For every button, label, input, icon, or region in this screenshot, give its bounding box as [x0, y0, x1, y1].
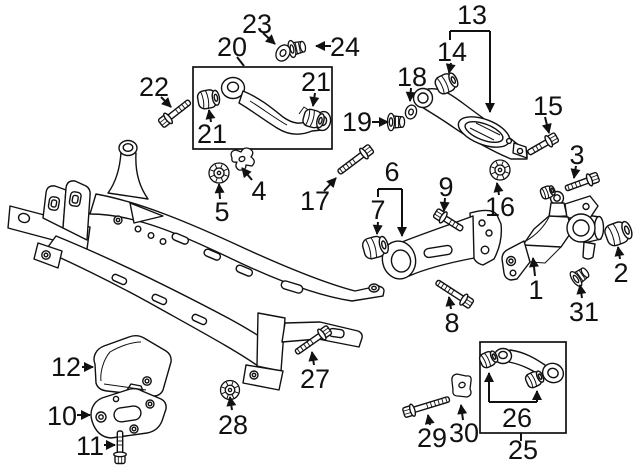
bushing-26-left-drawing: [478, 350, 499, 369]
callout-21-left: 21: [197, 119, 227, 149]
callout-19: 19: [342, 107, 372, 137]
callout-7: 7: [370, 195, 385, 225]
callout-11: 11: [76, 431, 104, 461]
callout-20: 20: [217, 32, 247, 62]
callout-1: 1: [528, 275, 543, 305]
spring-link-drawing: [412, 87, 528, 160]
mount-bracket-drawing: [90, 383, 167, 439]
nut-5-drawing: [208, 162, 230, 184]
callout-14: 14: [437, 37, 467, 67]
callout-25: 25: [508, 435, 538, 465]
group-box-20: [192, 66, 333, 150]
callout-5: 5: [214, 197, 229, 227]
small-link-drawing: [493, 347, 565, 384]
callout-3: 3: [569, 140, 584, 170]
retainer-30-drawing: [451, 373, 472, 398]
callout-22: 22: [139, 72, 169, 102]
retainer-4-drawing: [230, 147, 255, 171]
trailing-arm-drawing: [381, 209, 503, 280]
bushing-26-right-drawing: [524, 370, 545, 389]
callout-12: 12: [51, 352, 81, 382]
callout-30: 30: [449, 418, 479, 448]
callout-9: 9: [438, 172, 453, 202]
callout-leaders: [77, 30, 625, 450]
callout-31: 31: [569, 297, 599, 327]
bolt-3-drawing: [564, 171, 600, 192]
bolt-22-drawing: [157, 99, 192, 128]
washer-18-drawing: [404, 104, 418, 120]
bolt-15-drawing: [527, 132, 560, 156]
callout-15: 15: [533, 91, 563, 121]
callout-26: 26: [502, 403, 532, 433]
nut-19-drawing: [386, 112, 406, 132]
callout-6: 6: [384, 157, 399, 187]
bushing-14-drawing: [434, 72, 459, 95]
callout-28: 28: [218, 410, 248, 440]
bolt-17-drawing: [337, 144, 375, 175]
group-box-25: [479, 341, 567, 434]
bolt-27-drawing: [294, 325, 333, 355]
nut-31-drawing: [569, 267, 590, 287]
nut-28-drawing: [219, 379, 241, 401]
bolt-11-drawing: [112, 430, 128, 465]
callout-17: 17: [300, 186, 330, 216]
bushing-21-left-drawing: [196, 89, 221, 110]
callout-23: 23: [242, 9, 272, 39]
callout-4: 4: [251, 176, 266, 206]
nut-24-drawing: [287, 39, 307, 59]
callout-21-right: 21: [301, 67, 331, 97]
callout-29: 29: [417, 423, 447, 453]
callout-8: 8: [444, 308, 459, 338]
callout-10: 10: [47, 401, 77, 431]
mount-cover-drawing: [93, 335, 172, 397]
callout-16: 16: [485, 192, 515, 222]
knuckle-drawing: [501, 190, 605, 281]
callout-2: 2: [613, 258, 628, 288]
bushing-21-right-drawing: [302, 108, 325, 129]
bolt-8-drawing: [435, 279, 475, 309]
callout-27: 27: [300, 364, 330, 394]
callout-labels: 1 2 3 4 5 6 7 8 9 10 11 12 13 14 15 16 1…: [47, 0, 629, 465]
washer-23-drawing: [275, 44, 291, 62]
subframe-drawing: [7, 139, 385, 391]
bushing-7-drawing: [361, 235, 389, 260]
callout-24: 24: [330, 32, 360, 62]
callout-18: 18: [397, 62, 427, 92]
callout-13: 13: [457, 0, 487, 30]
bushing-2-drawing: [604, 220, 633, 247]
nut-16-drawing: [489, 159, 511, 181]
knuckle-top-bushing-drawing: [539, 185, 556, 200]
bolt-29-drawing: [402, 396, 451, 418]
